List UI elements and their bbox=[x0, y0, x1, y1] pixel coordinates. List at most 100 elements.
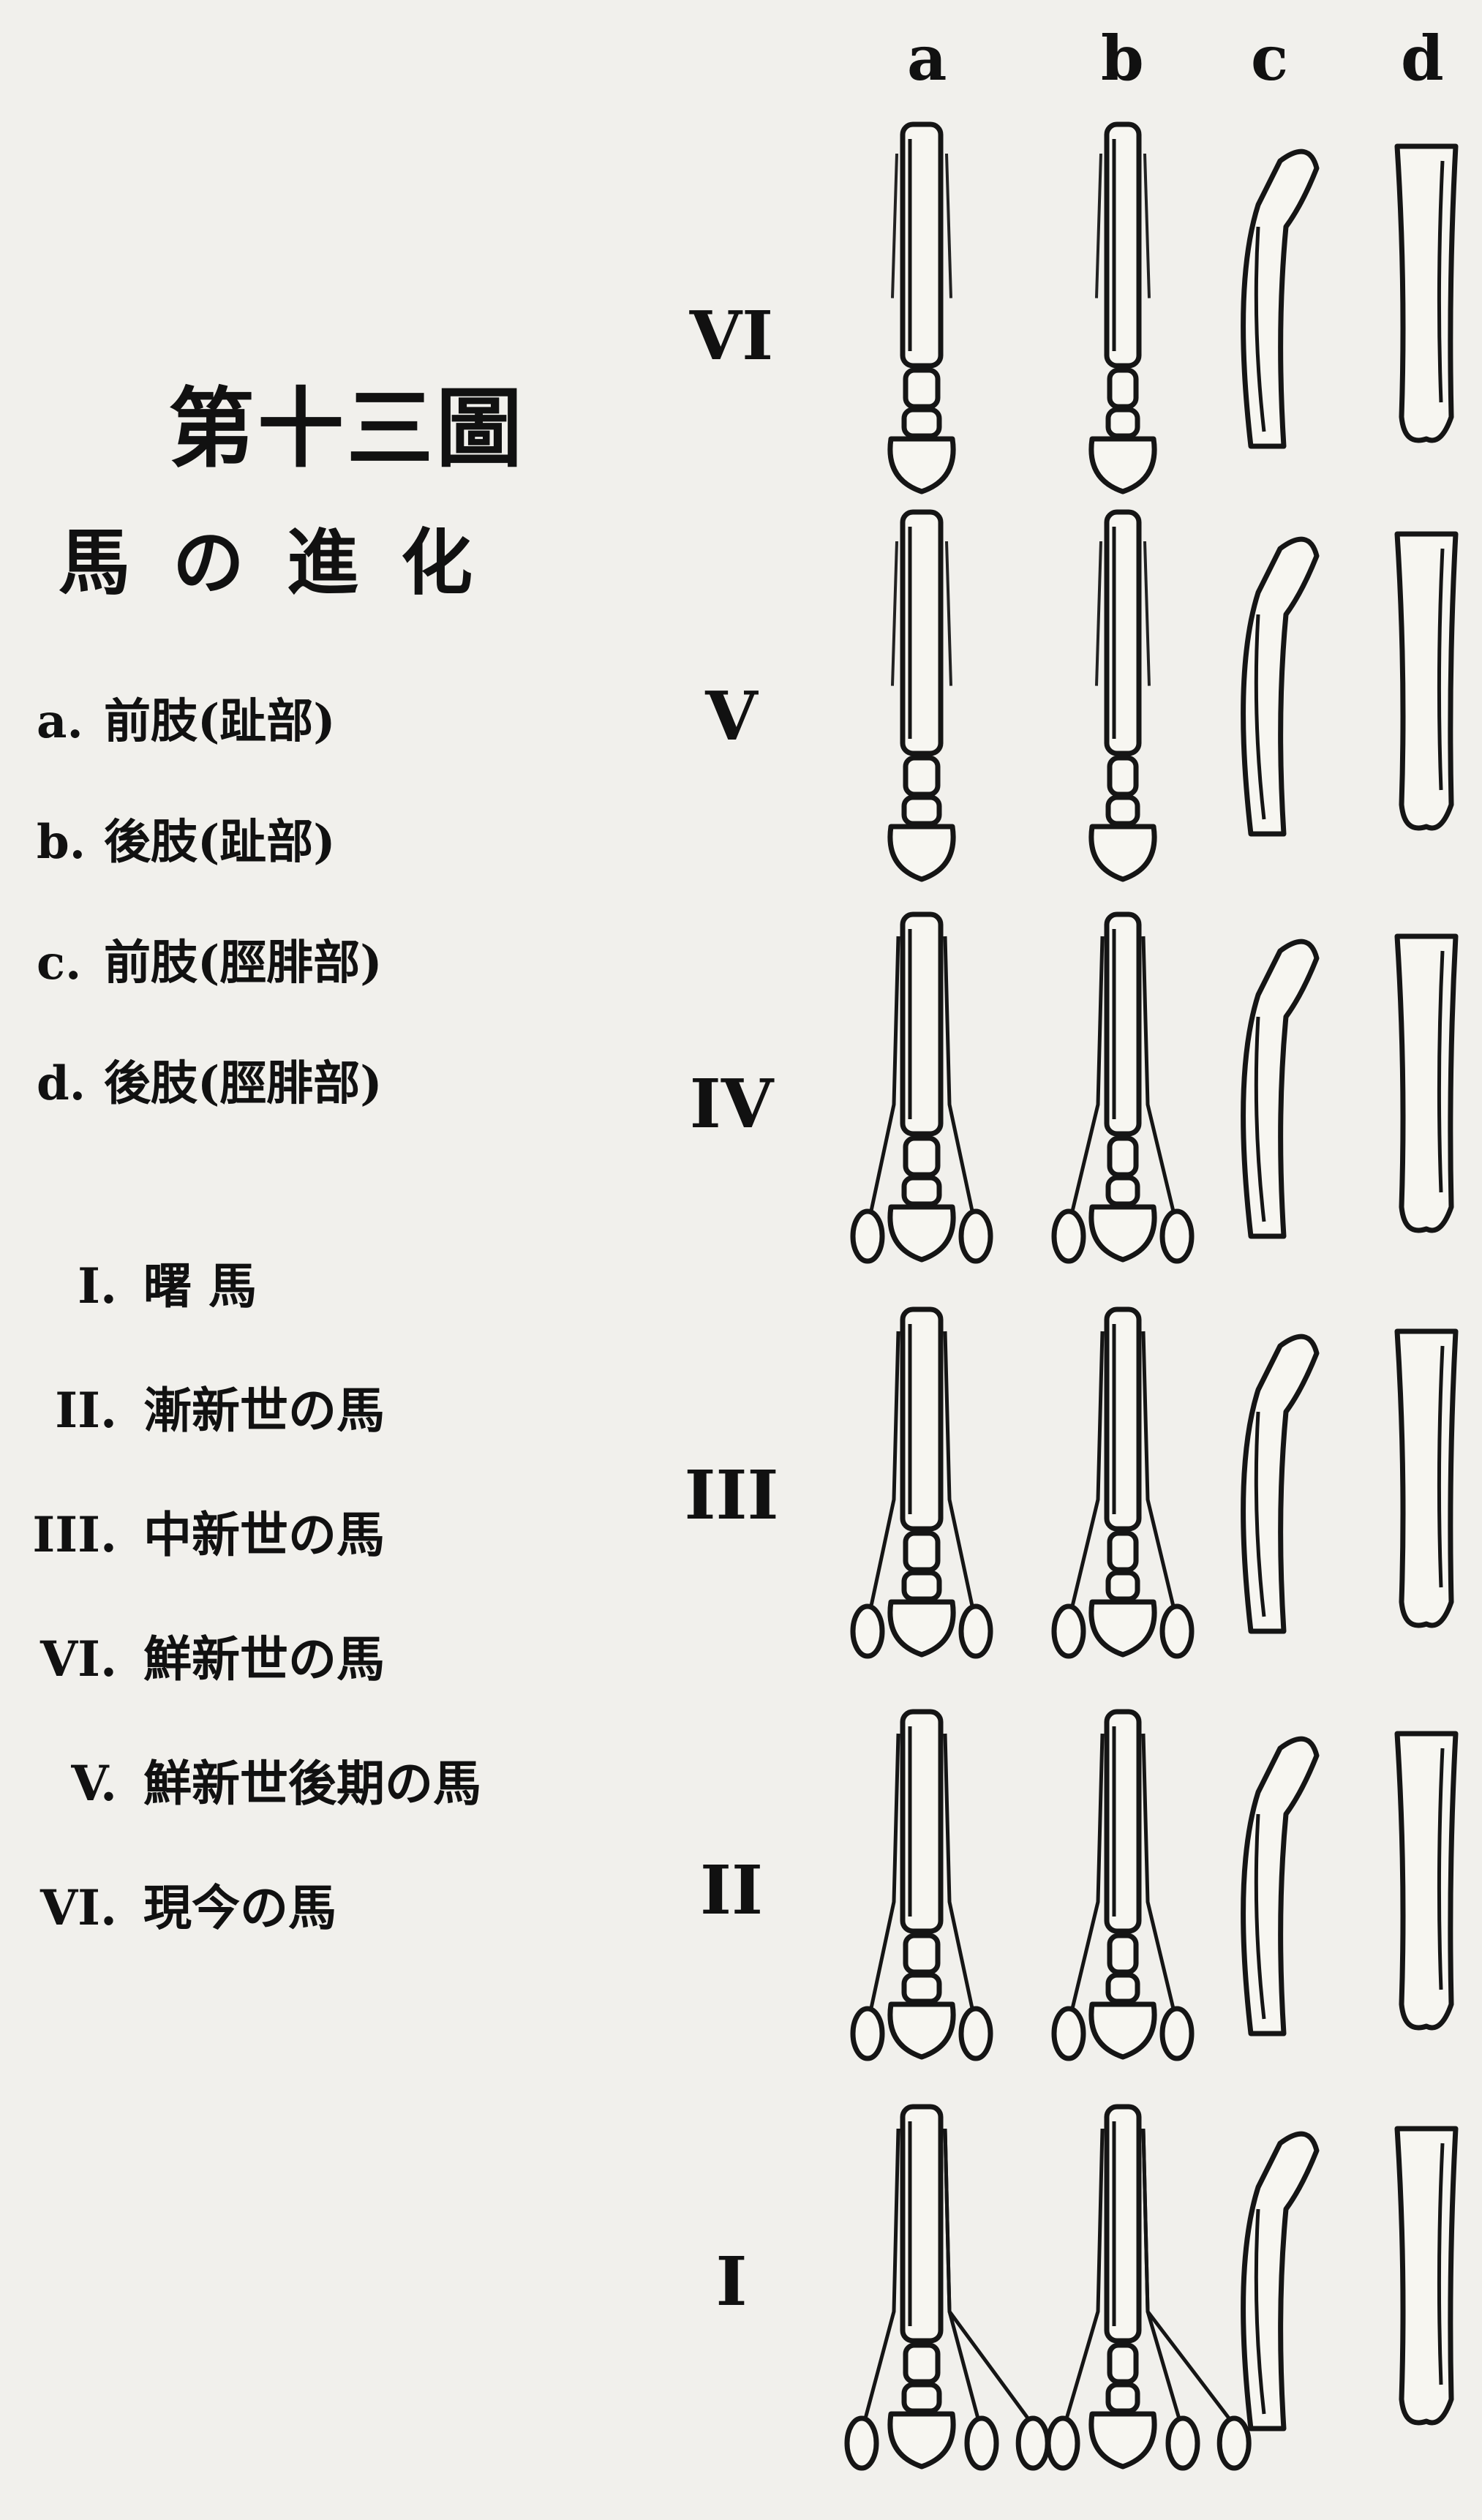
row6-hindfoot-side-hoof-0 bbox=[1048, 2418, 1077, 2468]
row3-hindfoot-phalanx-2 bbox=[1108, 1178, 1137, 1204]
row4-hindleg-tibia bbox=[1397, 1331, 1456, 1625]
row4-forefoot-side-hoof-1 bbox=[961, 1606, 990, 1656]
row3-foreleg-radius bbox=[1244, 941, 1317, 1236]
row5-hindfoot-side-toe-0 bbox=[1072, 1734, 1102, 2012]
row3-hindfoot-side-toe-1 bbox=[1143, 936, 1174, 1214]
row6-forefoot-phalanx-1 bbox=[906, 2345, 938, 2382]
row4-forefoot-side-toe-0 bbox=[870, 1331, 898, 1609]
row1-forefoot-splint-left bbox=[892, 154, 897, 298]
row1-forefoot-phalanx-2 bbox=[904, 410, 939, 436]
row6-hindfoot-metapodial bbox=[1107, 2107, 1139, 2341]
row2-forefoot-splint-right bbox=[947, 541, 951, 686]
row5-hindfoot-phalanx-1 bbox=[1110, 1936, 1136, 1972]
row6-hindleg-tibia bbox=[1397, 2129, 1456, 2423]
row1-hindfoot-splint-right bbox=[1145, 154, 1149, 298]
row3-forefoot-side-toe-0 bbox=[870, 936, 898, 1214]
row6-hindfoot-side-hoof-2 bbox=[1219, 2418, 1249, 2468]
row6-forefoot-phalanx-2 bbox=[904, 2385, 939, 2411]
row2-forefoot-splint-left bbox=[892, 541, 897, 686]
row6-foreleg-radius bbox=[1244, 2134, 1317, 2429]
row2-hindfoot-metapodial bbox=[1107, 512, 1139, 753]
row6-forefoot-side-hoof-2 bbox=[1018, 2418, 1047, 2468]
row2-hindfoot-splint-left bbox=[1097, 541, 1101, 686]
row4-forefoot-hoof bbox=[890, 1602, 953, 1655]
row5-forefoot-side-toe-0 bbox=[870, 1734, 898, 2012]
row2-hindfoot-hoof bbox=[1091, 827, 1154, 879]
row6-hindfoot-hoof bbox=[1091, 2414, 1154, 2467]
row1-hindfoot-hoof bbox=[1091, 439, 1154, 492]
row6-hindfoot-side-toe-0 bbox=[1066, 2129, 1102, 2421]
row2-forefoot-phalanx-2 bbox=[904, 797, 939, 824]
row4-hindfoot-side-hoof-0 bbox=[1054, 1606, 1083, 1656]
row6-hindfoot-side-hoof-1 bbox=[1168, 2418, 1197, 2468]
row3-forefoot-side-hoof-1 bbox=[961, 1211, 990, 1261]
bone-row-2 bbox=[890, 512, 1456, 879]
row1-forefoot-phalanx-1 bbox=[906, 370, 938, 407]
row3-hindfoot-side-hoof-1 bbox=[1162, 1211, 1192, 1261]
row3-forefoot-phalanx-1 bbox=[906, 1138, 938, 1175]
row6-forefoot-hoof bbox=[890, 2414, 953, 2467]
row5-forefoot-phalanx-2 bbox=[904, 1975, 939, 2001]
row3-forefoot-side-hoof-0 bbox=[853, 1211, 882, 1261]
row4-forefoot-side-toe-1 bbox=[945, 1331, 973, 1609]
row1-forefoot-splint-right bbox=[947, 154, 951, 298]
row4-hindfoot-side-toe-1 bbox=[1143, 1331, 1174, 1609]
row3-hindfoot-metapodial bbox=[1107, 914, 1139, 1134]
row6-forefoot-side-hoof-0 bbox=[847, 2418, 876, 2468]
row4-hindfoot-metapodial bbox=[1107, 1309, 1139, 1529]
row2-hindleg-tibia bbox=[1397, 534, 1456, 828]
row6-hindfoot-phalanx-2 bbox=[1108, 2385, 1137, 2411]
row3-hindleg-tibia bbox=[1397, 936, 1456, 1230]
row6-hindfoot-phalanx-1 bbox=[1110, 2345, 1136, 2382]
row2-hindfoot-phalanx-1 bbox=[1110, 758, 1136, 794]
row4-hindfoot-phalanx-2 bbox=[1108, 1573, 1137, 1599]
row1-forefoot-hoof bbox=[890, 439, 953, 492]
row1-foreleg-radius bbox=[1244, 151, 1317, 446]
row5-hindfoot-side-toe-1 bbox=[1143, 1734, 1174, 2012]
row3-hindfoot-hoof bbox=[1091, 1207, 1154, 1260]
row5-forefoot-phalanx-1 bbox=[906, 1936, 938, 1972]
row5-hindfoot-phalanx-2 bbox=[1108, 1975, 1137, 2001]
row4-hindfoot-hoof bbox=[1091, 1602, 1154, 1655]
row1-hindleg-tibia bbox=[1397, 146, 1456, 440]
row4-forefoot-phalanx-2 bbox=[904, 1573, 939, 1599]
row3-forefoot-side-toe-1 bbox=[945, 936, 973, 1214]
row5-forefoot-side-hoof-1 bbox=[961, 2009, 990, 2058]
row1-hindfoot-phalanx-2 bbox=[1108, 410, 1137, 436]
row1-hindfoot-phalanx-1 bbox=[1110, 370, 1136, 407]
row2-foreleg-radius bbox=[1244, 539, 1317, 834]
bone-row-4 bbox=[853, 1309, 1456, 1656]
row3-hindfoot-side-hoof-0 bbox=[1054, 1211, 1083, 1261]
row4-forefoot-phalanx-1 bbox=[906, 1533, 938, 1570]
row6-forefoot-side-toe-0 bbox=[865, 2129, 898, 2421]
row3-hindfoot-side-toe-0 bbox=[1072, 936, 1102, 1214]
row5-hindleg-tibia bbox=[1397, 1734, 1456, 2028]
row5-hindfoot-side-hoof-1 bbox=[1162, 2009, 1192, 2058]
row5-forefoot-side-hoof-0 bbox=[853, 2009, 882, 2058]
row6-hindfoot-side-toe-1 bbox=[1143, 2129, 1180, 2421]
bone-row-1 bbox=[890, 124, 1456, 492]
row6-hindfoot-side-toe-2 bbox=[1143, 2129, 1231, 2421]
row5-hindfoot-hoof bbox=[1091, 2004, 1154, 2057]
row3-hindfoot-phalanx-1 bbox=[1110, 1138, 1136, 1175]
row3-forefoot-hoof bbox=[890, 1207, 953, 1260]
row5-forefoot-side-toe-1 bbox=[945, 1734, 973, 2012]
row2-forefoot-hoof bbox=[890, 827, 953, 879]
row5-foreleg-radius bbox=[1244, 1739, 1317, 2034]
row5-hindfoot-metapodial bbox=[1107, 1712, 1139, 1931]
row6-forefoot-side-hoof-1 bbox=[967, 2418, 996, 2468]
row4-foreleg-radius bbox=[1244, 1336, 1317, 1631]
row2-hindfoot-splint-right bbox=[1145, 541, 1149, 686]
row4-hindfoot-phalanx-1 bbox=[1110, 1533, 1136, 1570]
row4-hindfoot-side-toe-0 bbox=[1072, 1331, 1102, 1609]
row2-forefoot-phalanx-1 bbox=[906, 758, 938, 794]
row1-hindfoot-splint-left bbox=[1097, 154, 1101, 298]
bone-row-6 bbox=[847, 2107, 1456, 2468]
row3-forefoot-phalanx-2 bbox=[904, 1178, 939, 1204]
row1-hindfoot-metapodial bbox=[1107, 124, 1139, 366]
row5-hindfoot-side-hoof-0 bbox=[1054, 2009, 1083, 2058]
bone-row-5 bbox=[853, 1712, 1456, 2058]
row2-hindfoot-phalanx-2 bbox=[1108, 797, 1137, 824]
